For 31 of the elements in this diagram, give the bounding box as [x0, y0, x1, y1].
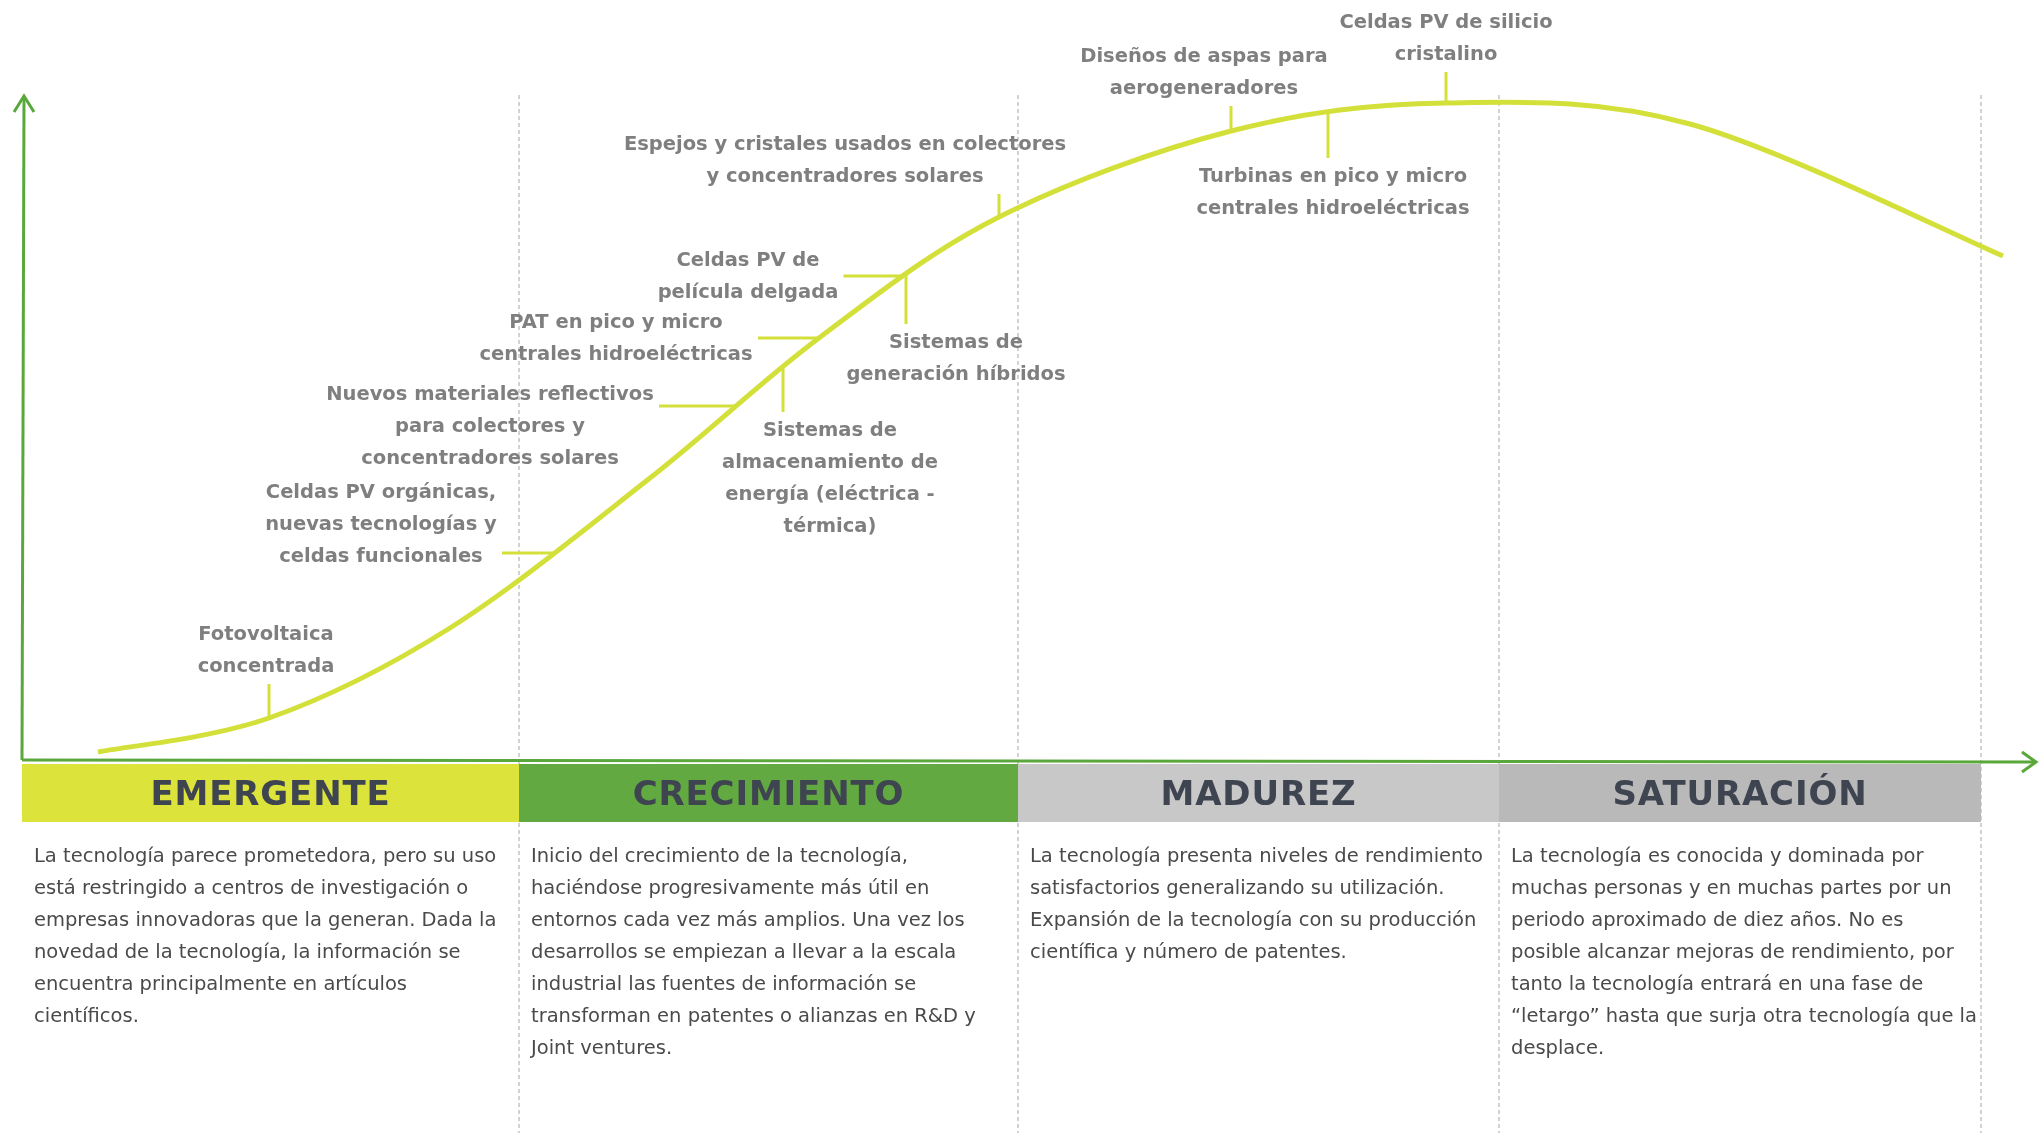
callout-label: PAT en pico y micro centrales hidroeléctricas [478, 306, 754, 370]
leader-line [904, 273, 908, 324]
leader-line [997, 194, 1001, 218]
leader-line [267, 684, 271, 719]
phase-band: EMERGENTE [22, 764, 519, 822]
callout-label: Celdas PV de película delgada [656, 244, 840, 308]
leader-line [781, 366, 785, 412]
phase-description: La tecnología es conocida y dominada por muchas personas y en muchas partes por un periodo aproximado de diez años. No es posible alcanzar mejoras de rendimiento, por tanto la tecnología entrará en una fase de “letargo” hasta que surja otra tecnología que la desplace. [1511, 843, 1978, 1061]
callout-label: Diseños de aspas para aerogeneradores [1079, 40, 1329, 104]
callout-label: Sistemas de almacenamiento de energía (eléctrica - térmica) [721, 414, 939, 542]
callout-label: Fotovoltaica concentrada [196, 618, 336, 682]
phase-description: La tecnología parece prometedora, pero su uso está restringido a centros de investigación o empresas innovadoras que la generan. Dada la novedad de la tecnología, la información se encuentra principalmente en artículos científicos. [34, 843, 498, 1029]
leader-line [1444, 72, 1448, 103]
s-curve [97, 99, 2004, 755]
leader-line [502, 551, 555, 555]
callout-label: Celdas PV de silicio cristalino [1338, 6, 1554, 70]
leader-line [659, 404, 736, 408]
leader-line [1326, 111, 1330, 158]
phase-band: MADUREZ [1018, 764, 1499, 822]
phase-band: SATURACIÓN [1499, 764, 1981, 822]
leader-line [1229, 106, 1233, 131]
phase-description: Inicio del crecimiento de la tecnología, haciéndose progresivamente más útil en entornos cada vez más amplios. Una vez los desarrollos se empiezan a llevar a la escala industrial las fuentes de información se transforman en patentes o alianzas en R&D y Joint ventures. [531, 843, 977, 1061]
leader-line [758, 336, 820, 340]
phase-band: CRECIMIENTO [519, 764, 1018, 822]
callout-label: Espejos y cristales usados en colectores y concentradores solares [622, 128, 1068, 192]
phase-description: La tecnología presenta niveles de rendimiento satisfactorios generalizando su utilización. Expansión de la tecnología con su producción científica y número de patentes. [1030, 843, 1484, 965]
callout-label: Sistemas de generación híbridos [845, 326, 1067, 390]
leader-line [843, 274, 903, 278]
callout-label: Celdas PV orgánicas, nuevas tecnologías y celdas funcionales [264, 476, 498, 572]
callout-label: Turbinas en pico y micro centrales hidroeléctricas [1195, 160, 1471, 224]
callout-label: Nuevos materiales reflectivos para colectores y concentradores solares [325, 378, 655, 474]
